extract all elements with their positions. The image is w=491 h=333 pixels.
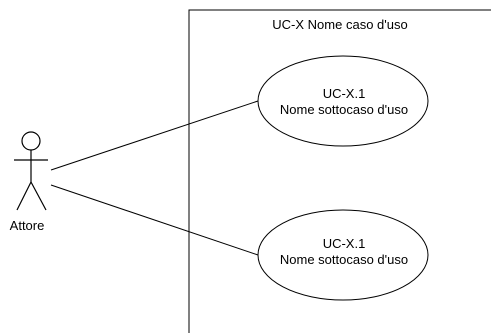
actor-right-leg	[30, 181, 47, 211]
actor-label: Attore	[9, 218, 45, 233]
actor-head	[21, 131, 41, 151]
use-case-2-id: UC-X.1	[322, 236, 366, 251]
use-case-1-name: Nome sottocaso d'uso	[279, 102, 409, 117]
association-line-2	[50, 184, 259, 256]
use-case-ellipse-2[interactable]	[257, 209, 429, 301]
use-case-2-text: UC-X.1 Nome sottocaso d'uso	[255, 236, 433, 268]
use-case-2-name: Nome sottocaso d'uso	[279, 252, 409, 267]
system-title: UC-X Nome caso d'uso	[272, 17, 408, 32]
actor-left-leg	[16, 181, 32, 211]
use-case-1-id: UC-X.1	[322, 86, 366, 101]
system-boundary	[188, 9, 491, 333]
use-case-ellipse-1[interactable]	[257, 55, 429, 147]
association-line-1	[50, 100, 259, 171]
use-case-1-text: UC-X.1 Nome sottocaso d'uso	[255, 86, 433, 118]
actor-figure	[14, 131, 48, 211]
